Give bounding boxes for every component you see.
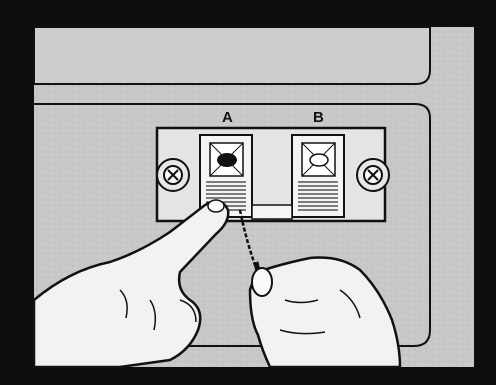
screw-icon <box>156 158 190 192</box>
speaker-terminal-icon <box>199 134 253 218</box>
lower-panel-outline <box>34 103 431 347</box>
upper-ledge <box>33 26 431 85</box>
screw-icon <box>356 158 390 192</box>
finger-icon <box>32 199 230 369</box>
terminal-slot <box>251 204 293 220</box>
speaker-terminal-icon <box>291 134 345 218</box>
terminal-a-label: A <box>222 109 233 126</box>
terminal-b-label: B <box>313 109 324 126</box>
hand-icon <box>248 256 402 369</box>
